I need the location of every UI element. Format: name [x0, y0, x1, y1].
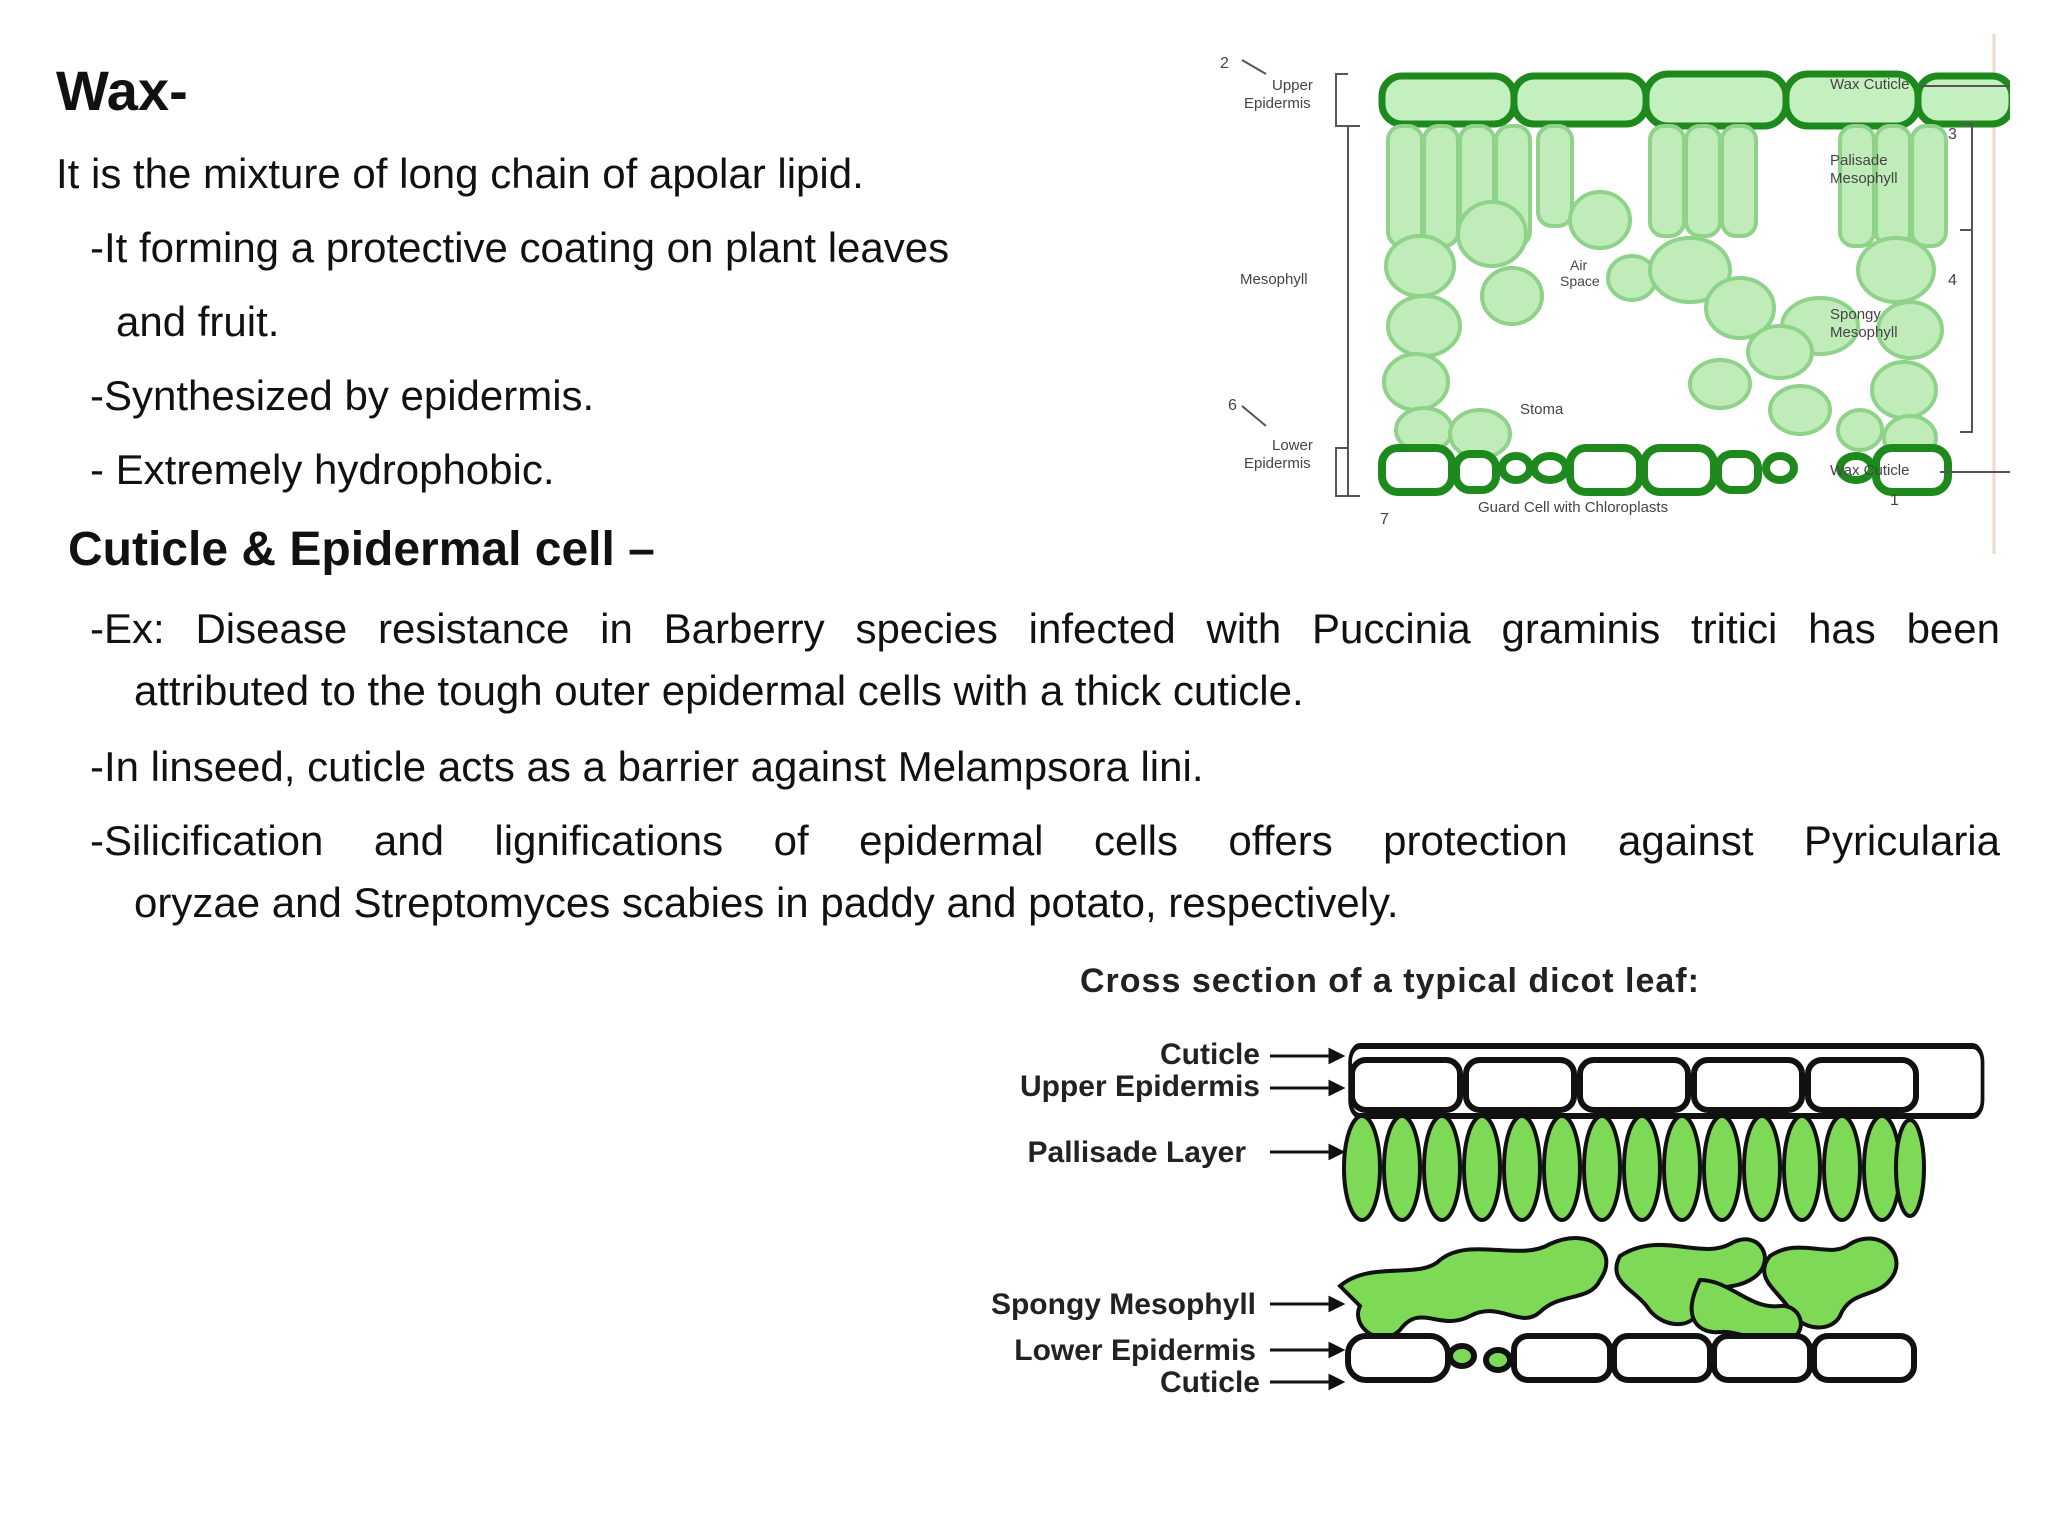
label-lower-epidermis-2: Epidermis — [1244, 455, 1311, 472]
label-air: Air — [1570, 257, 1587, 273]
label-spongy-1: Spongy — [1830, 306, 1881, 323]
label-space: Space — [1560, 273, 1600, 289]
lower-epidermis-cells — [1345, 1333, 1917, 1383]
lower-epidermis-cells — [1378, 444, 1952, 496]
label-cuticle-top: Cuticle — [1160, 1038, 1260, 1071]
label-stoma: Stoma — [1520, 401, 1564, 418]
spongy-cells — [1382, 190, 1944, 462]
pallisade-cells — [1342, 1114, 1926, 1222]
upper-epidermis-cells — [1349, 1057, 1919, 1113]
dicot-leaf-figure: Cuticle Upper Epidermis Pallisade Layer … — [900, 1030, 2020, 1450]
label-n3: 3 — [1948, 126, 1957, 143]
wax-line-2: -It forming a protective coating on plan… — [90, 224, 950, 271]
label-lower-epidermis: Lower Epidermis — [1014, 1334, 1256, 1367]
example-3-line-1: -Silicification and lignifications of ep… — [90, 817, 2000, 864]
wax-heading: Wax- — [56, 59, 188, 122]
dicot-figure-title: Cross section of a typical dicot leaf: — [1080, 962, 1700, 1000]
upper-epidermis-cells — [1378, 70, 2010, 130]
label-wax-cuticle-top: Wax Cuticle — [1830, 76, 1910, 93]
wax-line-5: - Extremely hydrophobic. — [90, 446, 555, 493]
wax-line-4: -Synthesized by epidermis. — [90, 372, 595, 419]
label-n1: 1 — [1890, 492, 1899, 509]
label-upper-epidermis-2: Epidermis — [1244, 95, 1311, 112]
label-wax-cuticle-bottom: Wax Cuticle — [1830, 462, 1910, 479]
label-mesophyll: Mesophyll — [1240, 271, 1308, 288]
label-lower-epidermis-1: Lower — [1272, 437, 1313, 454]
example-2: -In linseed, cuticle acts as a barrier a… — [90, 743, 1204, 790]
label-n4: 4 — [1948, 272, 1957, 289]
label-n7: 7 — [1380, 511, 1389, 528]
example-1-line-1: -Ex: Disease resistance in Barberry spec… — [90, 605, 2000, 652]
label-n2: 2 — [1220, 55, 1229, 72]
wax-line-1: It is the mixture of long chain of apola… — [56, 150, 864, 197]
label-upper-epidermis: Upper Epidermis — [1020, 1070, 1260, 1103]
example-1-line-2: attributed to the tough outer epidermal … — [134, 667, 1304, 714]
label-pallisade-layer: Pallisade Layer — [1028, 1136, 1247, 1169]
label-n6: 6 — [1228, 397, 1237, 414]
label-palisade-1: Palisade — [1830, 152, 1888, 169]
label-palisade-2: Mesophyll — [1830, 170, 1898, 187]
label-spongy-mesophyll: Spongy Mesophyll — [991, 1288, 1256, 1321]
example-3-line-2: oryzae and Streptomyces scabies in paddy… — [134, 879, 1399, 926]
wax-line-3: and fruit. — [116, 298, 280, 345]
leaf-cross-section-figure: 2 Upper Epidermis Mesophyll 6 Lower Epid… — [1220, 34, 2010, 554]
spongy-mesophyll-cells — [1337, 1236, 1899, 1344]
label-cuticle-bottom: Cuticle — [1160, 1366, 1260, 1399]
label-upper-epidermis-1: Upper — [1272, 77, 1313, 94]
cuticle-heading: Cuticle & Epidermal cell – — [68, 523, 655, 576]
label-spongy-2: Mesophyll — [1830, 324, 1898, 341]
label-guard-cell: Guard Cell with Chloroplasts — [1478, 499, 1668, 516]
